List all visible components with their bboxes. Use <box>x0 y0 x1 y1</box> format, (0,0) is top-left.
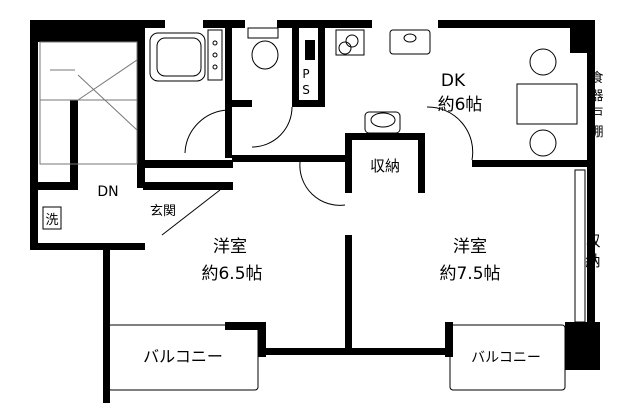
storage-center-label: 収納 <box>370 157 400 175</box>
fixtures <box>39 27 586 391</box>
cupboard-label-2: 器 <box>590 89 603 104</box>
pipe-space-label-s: S <box>302 83 310 97</box>
cupboard-label-4: 棚 <box>590 125 603 140</box>
laundry-label: 洗 <box>45 213 58 228</box>
storage-right-label-2: 納 <box>585 252 600 270</box>
storage-right-label-1: 収 <box>585 232 600 250</box>
western-room-1-name: 洋室 <box>213 237 247 257</box>
pipe-space-label-p: P <box>302 67 309 81</box>
western-room-2-size: 約7.5帖 <box>439 264 500 284</box>
entrance-label: 玄関 <box>150 204 176 219</box>
down-label: DN <box>97 184 118 200</box>
dk-room-size: 約6帖 <box>438 95 483 115</box>
balcony-right-label: バルコニー <box>471 350 541 366</box>
walls <box>30 20 600 403</box>
labels: DK 約6帖 洋室 約6.5帖 洋室 約7.5帖 収納 食 器 戸 棚 収 納 … <box>45 67 603 366</box>
cupboard-label-1: 食 <box>590 70 603 86</box>
cupboard-label-3: 戸 <box>590 107 603 122</box>
western-room-1-size: 約6.5帖 <box>201 264 262 284</box>
dk-room-name: DK <box>441 71 466 91</box>
balcony-left-label: バルコニー <box>143 347 223 366</box>
western-room-2-name: 洋室 <box>453 237 487 257</box>
